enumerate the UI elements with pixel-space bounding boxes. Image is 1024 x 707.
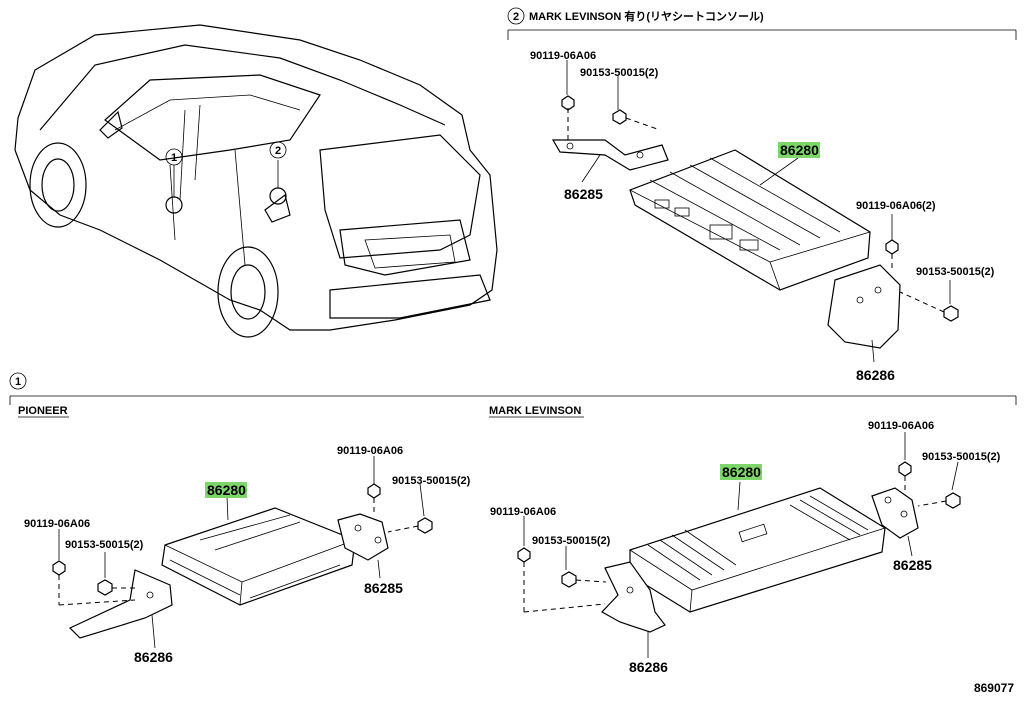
vehicle-callout-2: 2 [275,145,281,157]
section-2-assembly: 90119-06A06 90153-50015(2) 86280 86285 9… [530,50,995,383]
section-1-header: 1 PIONEER MARK LEVINSON [9,372,1017,418]
bolt-icon [517,547,531,563]
bolt-icon [52,560,66,576]
bolt-icon [561,95,575,111]
pioneer-assembly: 86280 90119-06A06 90153-50015(2) 90119-0… [24,445,471,665]
pioneer-amplifier [161,507,356,606]
part-label-86285: 86285 [564,186,603,202]
figure-id: 869077 [974,681,1014,695]
mark-levinson-assembly: 86280 90119-06A06 90153-50015(2) 90119-0… [490,420,1001,675]
bracket-86286-section2 [827,264,901,349]
part-label-86285: 86285 [364,580,403,596]
section-2-heading: MARK LEVINSON 有り(リヤシートコンソール) [529,9,764,23]
part-label-90153-50015: 90153-50015(2) [916,266,995,278]
part-label-86280: 86280 [207,482,246,498]
bracket-86286-ml [601,561,666,633]
vehicle-callout-1: 1 [171,152,177,164]
vehicle-illustration: 1 2 [14,24,498,338]
screw-icon [561,571,577,588]
part-label-90119-06a06-2: 90119-06A06(2) [856,200,936,212]
screw-icon [97,579,113,596]
screw-icon [612,109,627,125]
part-label-86280: 86280 [722,464,761,480]
part-label-90119-06a06: 90119-06A06 [24,518,90,530]
amplifier-unit [629,149,871,291]
bracket-86286-pioneer [68,569,173,639]
screw-icon [943,305,959,322]
part-label-90119-06a06: 90119-06A06 [868,420,934,432]
part-label-90153-50015: 90153-50015(2) [580,67,659,79]
mark-levinson-heading: MARK LEVINSON [489,405,581,417]
part-label-90119-06a06: 90119-06A06 [337,445,403,457]
part-label-86280: 86280 [780,142,819,158]
section-1-callout: 1 [15,376,21,388]
part-label-86286: 86286 [629,659,668,675]
part-label-90119-06a06: 90119-06A06 [490,506,556,518]
screw-icon [945,492,961,509]
highlight-86280 [778,142,820,158]
part-label-86286: 86286 [134,649,173,665]
highlight-86280 [720,464,762,480]
section-2-callout: 2 [513,11,519,23]
part-label-90119-06a06: 90119-06A06 [530,50,596,62]
bracket-86285-ml [871,487,919,539]
section-2-header: 2 MARK LEVINSON 有り(リヤシートコンソール) [507,7,1017,40]
screw-icon [417,517,433,534]
pioneer-heading: PIONEER [18,405,68,417]
bolt-icon [885,239,899,255]
part-label-86286: 86286 [856,367,895,383]
part-label-90153-50015: 90153-50015(2) [532,535,611,547]
part-label-90153-50015: 90153-50015(2) [65,539,144,551]
part-label-90153-50015: 90153-50015(2) [922,451,1001,463]
mark-levinson-amplifier [629,487,886,613]
bracket-86285-pioneer [337,513,389,561]
part-label-90153-50015: 90153-50015(2) [392,475,471,487]
bolt-icon [367,483,381,499]
bracket-86285-section2 [551,139,669,171]
part-label-86285: 86285 [893,557,932,573]
highlight-86280 [205,482,247,498]
bolt-icon [898,461,912,477]
